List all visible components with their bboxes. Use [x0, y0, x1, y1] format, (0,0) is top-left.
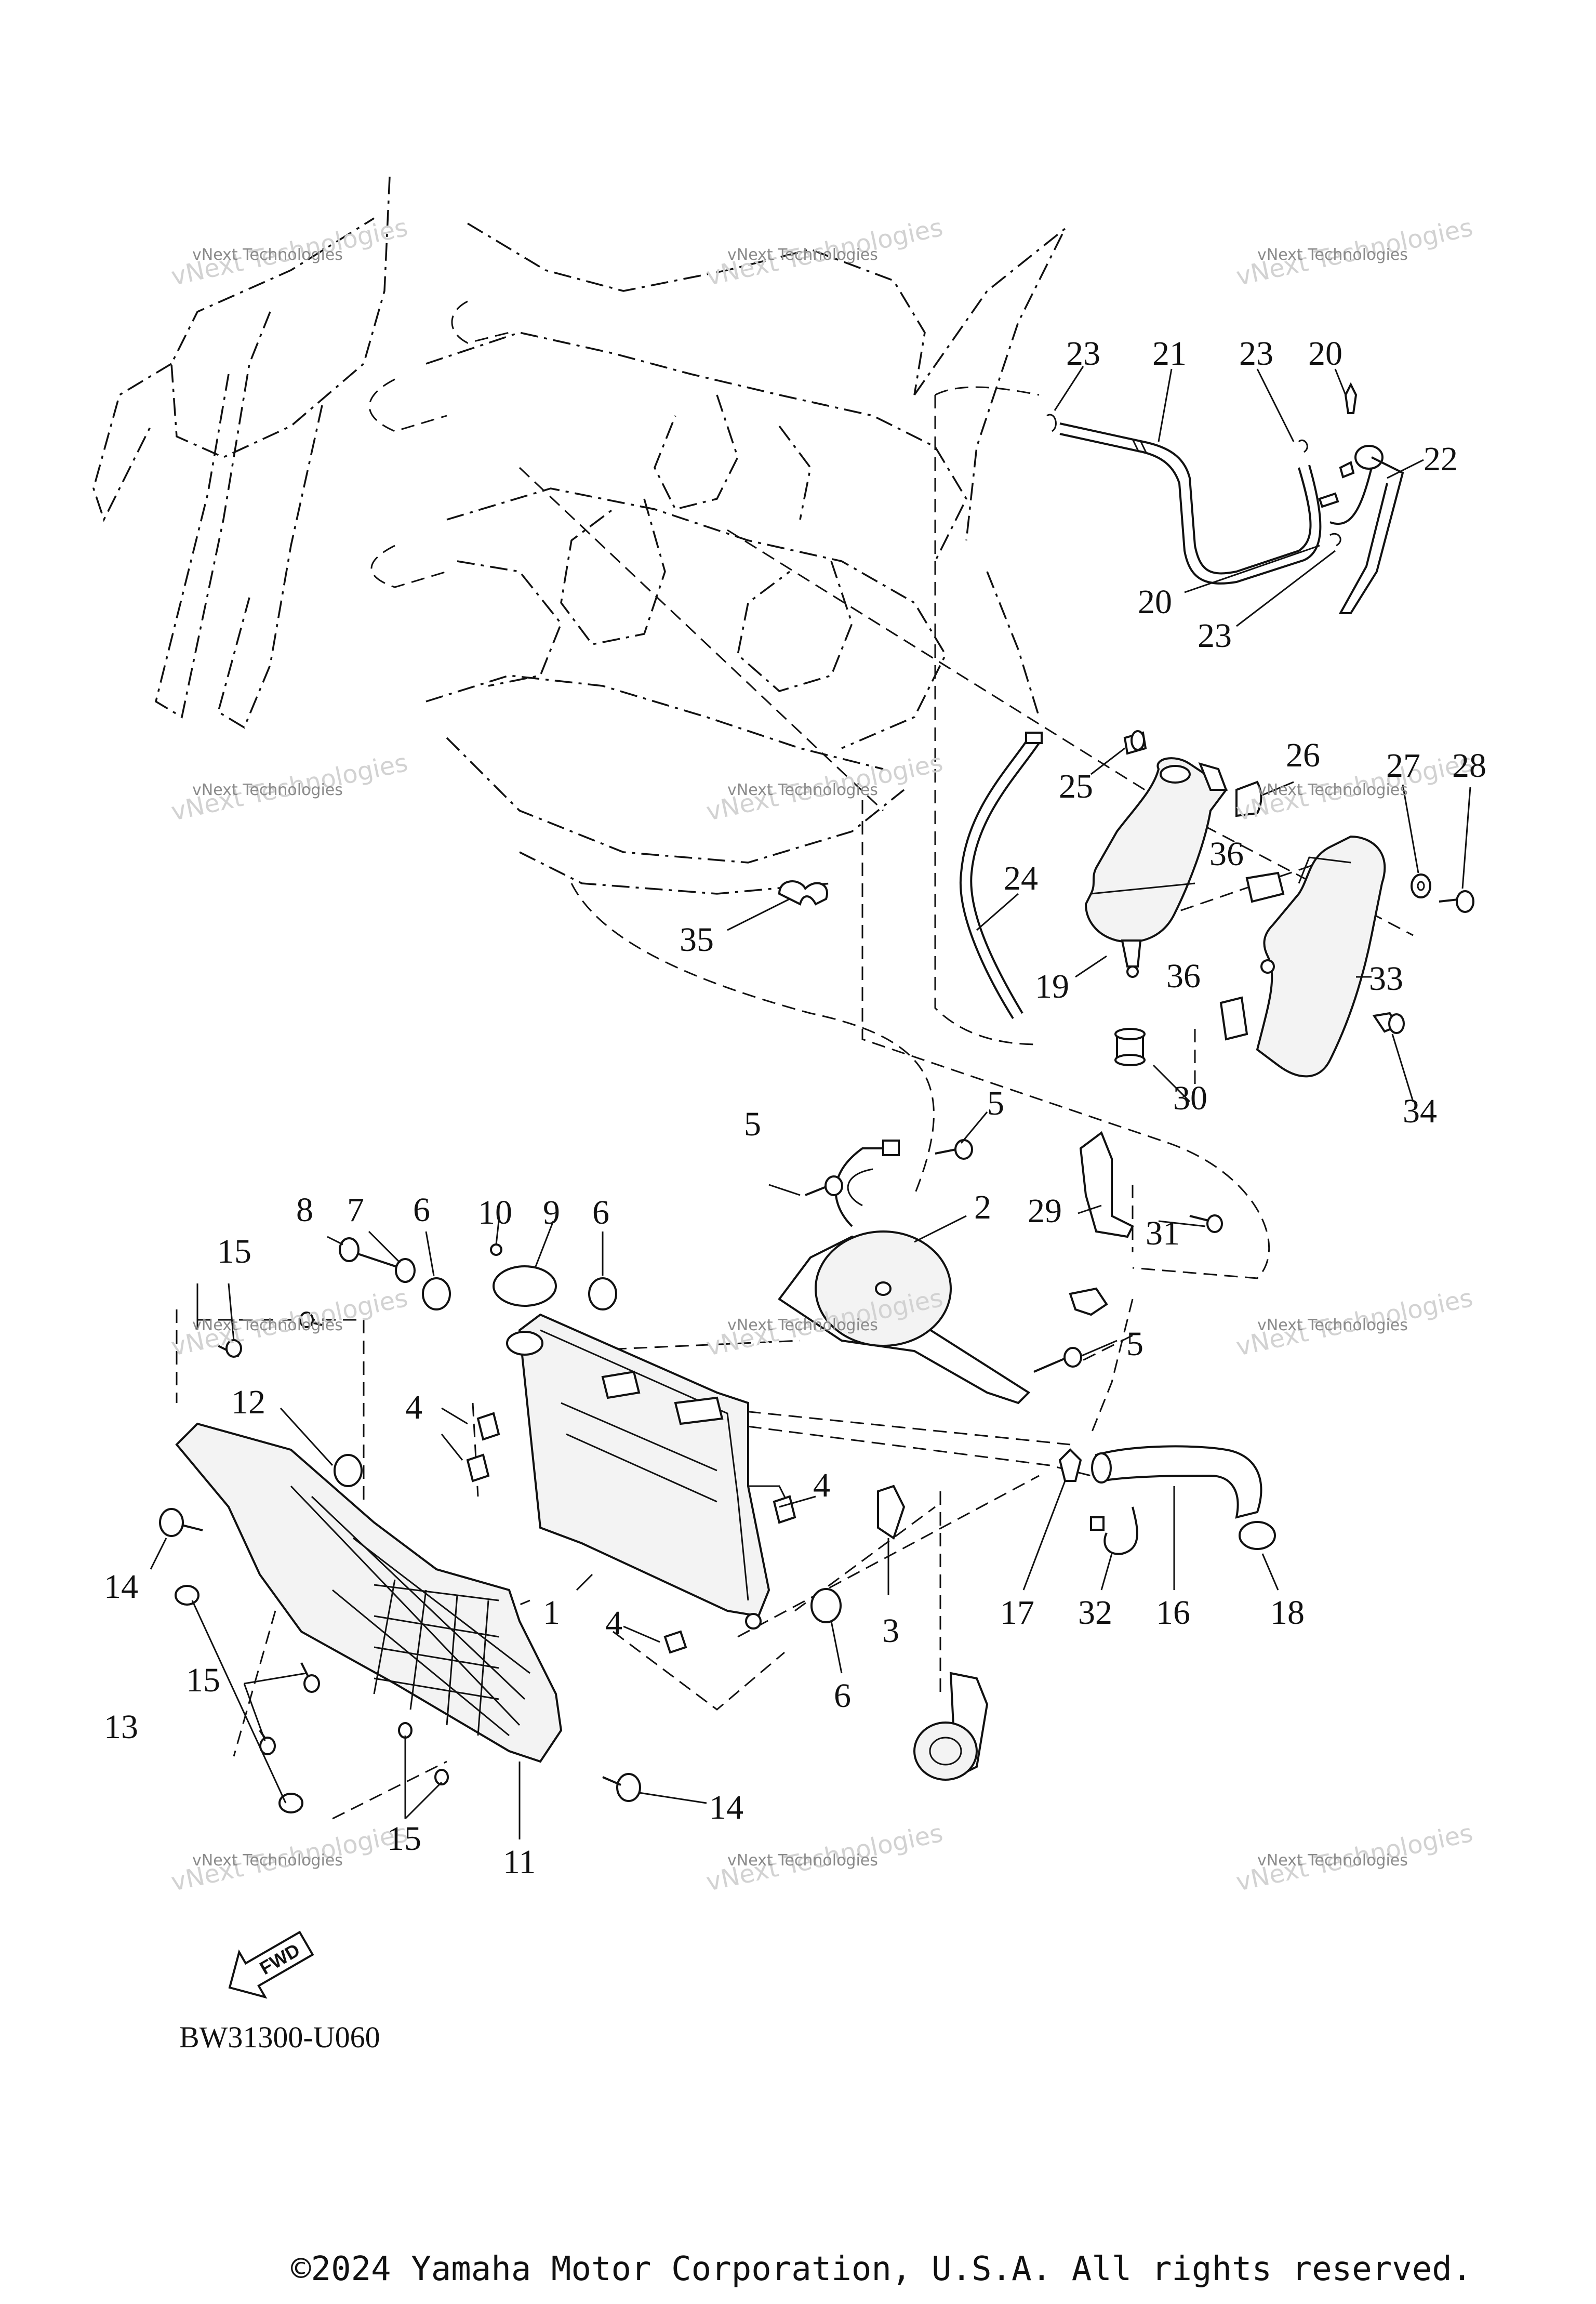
- callout-labels: 23 21 23 20 22 20 23 25 26 27 28 24 36 3…: [104, 335, 1486, 1881]
- callout-20: 20: [1138, 583, 1172, 621]
- callout-15: 15: [217, 1233, 251, 1270]
- callout-31: 31: [1146, 1214, 1180, 1252]
- callout-15: 15: [387, 1820, 421, 1858]
- watermark-text: vNext Technologies: [192, 1316, 343, 1334]
- radiator-hose: [1058, 1287, 1276, 1555]
- callout-10: 10: [478, 1194, 512, 1232]
- callout-23: 23: [1239, 335, 1273, 373]
- callout-8: 8: [296, 1191, 313, 1229]
- callout-4: 4: [605, 1604, 622, 1642]
- callout-27: 27: [1386, 747, 1420, 785]
- callout-6: 6: [592, 1194, 609, 1232]
- reservoir-tank: [1084, 757, 1228, 978]
- callout-7: 7: [347, 1191, 364, 1229]
- callout-16: 16: [1156, 1594, 1190, 1632]
- callout-17: 17: [1000, 1594, 1034, 1632]
- callout-33: 33: [1369, 960, 1403, 998]
- callout-35: 35: [680, 921, 714, 959]
- callout-11: 11: [503, 1843, 536, 1881]
- callout-36: 36: [1209, 835, 1244, 873]
- hose-24: [959, 732, 1043, 1019]
- callout-6: 6: [834, 1677, 851, 1715]
- callout-9: 9: [543, 1194, 560, 1232]
- callout-36: 36: [1166, 957, 1201, 995]
- watermark-text: vNext Technologies: [727, 1316, 878, 1334]
- callout-2: 2: [974, 1188, 991, 1226]
- callout-23: 23: [1066, 335, 1100, 373]
- callout-6: 6: [413, 1191, 430, 1229]
- callout-14: 14: [104, 1568, 138, 1606]
- callout-19: 19: [1035, 968, 1069, 1005]
- cooling-fan: [778, 1140, 1031, 1405]
- callout-22: 22: [1424, 440, 1458, 478]
- watermark-text: vNext Technologies: [727, 246, 878, 264]
- watermark-text: vNext Technologies: [1257, 1316, 1408, 1334]
- callout-5: 5: [1126, 1325, 1143, 1363]
- callout-18: 18: [1270, 1594, 1305, 1632]
- watermark-text: vNext Technologies: [192, 246, 343, 264]
- callout-4: 4: [405, 1388, 422, 1426]
- reservoir-cover: [1256, 835, 1386, 1078]
- callout-28: 28: [1452, 747, 1486, 785]
- callout-14: 14: [709, 1789, 743, 1826]
- engine-frame-outline: [92, 176, 1066, 895]
- callout-30: 30: [1173, 1079, 1207, 1117]
- overflow-hose-assembly: [1046, 382, 1404, 614]
- watermark-text: vNext Technologies: [1257, 781, 1408, 799]
- callout-1: 1: [543, 1594, 560, 1632]
- callout-25: 25: [1059, 767, 1093, 805]
- callout-12: 12: [231, 1383, 265, 1421]
- callout-34: 34: [1403, 1092, 1437, 1130]
- forward-arrow-icon: FWD: [228, 1930, 314, 1999]
- fasteners-left: [159, 1139, 1082, 1813]
- callout-3: 3: [882, 1612, 899, 1650]
- small-parts-upper-right: [778, 730, 1474, 1238]
- watermark-text: vNext Technologies: [192, 1851, 343, 1870]
- callout-32: 32: [1078, 1594, 1112, 1632]
- copyright-notice: ©2024 Yamaha Motor Corporation, U.S.A. A…: [291, 2250, 1472, 2288]
- leader-lines: [150, 366, 1471, 1839]
- drawing-code: BW31300-U060: [179, 2020, 380, 2054]
- callout-21: 21: [1152, 335, 1187, 373]
- radiator: [506, 1313, 791, 1630]
- watermark-text: vNext Technologies: [727, 781, 878, 799]
- watermark-text: vNext Technologies: [727, 1851, 878, 1870]
- callout-24: 24: [1004, 859, 1038, 897]
- callout-26: 26: [1286, 736, 1320, 774]
- callout-23: 23: [1198, 617, 1232, 655]
- callout-20: 20: [1308, 335, 1342, 373]
- watermark-text: vNext Technologies: [192, 781, 343, 799]
- callout-15: 15: [186, 1661, 220, 1699]
- watermark-text: vNext Technologies: [1257, 246, 1408, 264]
- callout-4: 4: [813, 1466, 830, 1504]
- callout-29: 29: [1028, 1192, 1062, 1230]
- callout-5: 5: [987, 1084, 1004, 1122]
- callout-13: 13: [104, 1708, 138, 1746]
- radiator-guard: [175, 1422, 563, 1763]
- watermark-text: vNext Technologies: [1257, 1851, 1408, 1870]
- callout-5: 5: [744, 1105, 761, 1143]
